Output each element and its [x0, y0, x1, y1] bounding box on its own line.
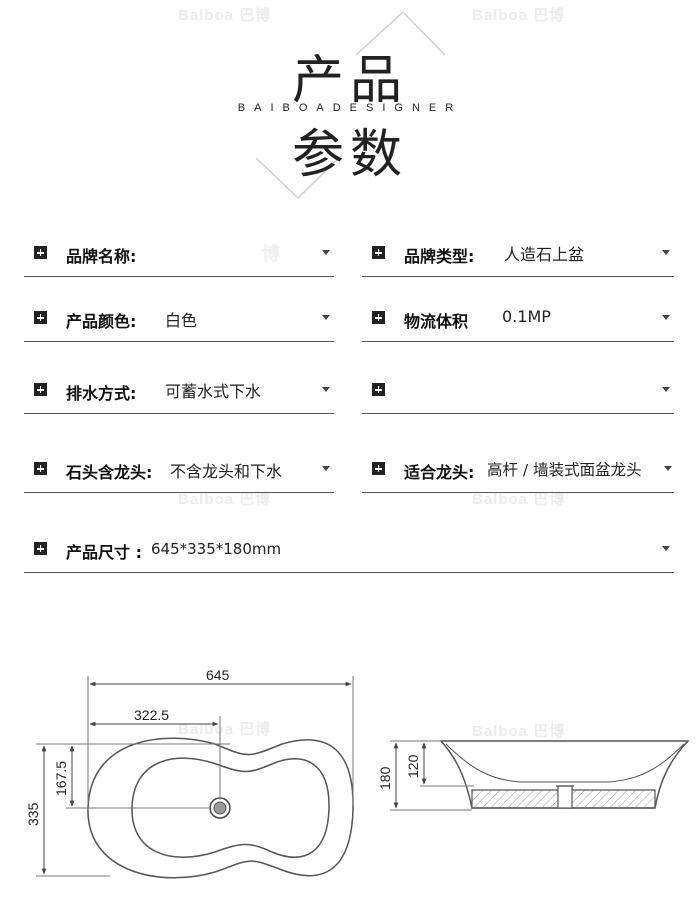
plus-icon — [372, 462, 385, 475]
plus-icon — [34, 462, 47, 475]
param-row-faucet-included[interactable]: 石头含龙头: 不含龙头和下水 — [24, 452, 334, 493]
param-label: 石头含龙头: — [66, 463, 153, 482]
plus-icon — [34, 383, 47, 396]
param-value: 白色 — [165, 311, 198, 330]
chevron-down-icon[interactable] — [322, 250, 330, 255]
chevron-down-icon[interactable] — [662, 546, 670, 551]
header-title-top: 产品 — [291, 51, 408, 111]
param-label: 物流体积 — [404, 312, 469, 331]
param-row-size[interactable]: 产品尺寸 : 645*335*180mm — [24, 532, 674, 573]
watermark-mid-left: Balboa 巴博 — [178, 491, 272, 508]
page-header: 产品 BAIBOADESIGNER 参数 — [0, 0, 700, 210]
chevron-down-icon[interactable] — [322, 387, 330, 392]
dim-depth: 335 — [25, 802, 41, 826]
param-row-drainage[interactable]: 排水方式: 可蓄水式下水 — [24, 373, 334, 414]
header-title-bottom: 参数 — [291, 125, 408, 185]
param-row-empty[interactable] — [362, 373, 674, 414]
top-view — [36, 676, 354, 879]
param-label: 产品尺寸 : — [66, 543, 142, 562]
chevron-down-icon[interactable] — [322, 315, 330, 320]
chevron-down-icon[interactable] — [662, 387, 670, 392]
param-value: 不含龙头和下水 — [170, 462, 283, 481]
dim-width: 645 — [206, 667, 230, 683]
watermark-lower-right: Balboa 巴博 — [472, 723, 566, 740]
drain-section — [557, 785, 573, 809]
param-row-logistics-volume[interactable]: 物流体积 0.1MP — [362, 301, 674, 342]
technical-drawing: 645 322.5 335 167.5 180 120 — [25, 667, 690, 879]
param-label: 产品颜色: — [66, 312, 137, 331]
param-value: 人造石上盆 — [504, 245, 585, 264]
plus-icon — [34, 246, 47, 259]
basin-inner-outline — [131, 757, 330, 858]
basin-side-inner — [445, 743, 685, 783]
dim-half-width: 322.5 — [134, 707, 169, 723]
param-row-brand-type[interactable]: 品牌类型: 人造石上盆 — [362, 236, 674, 277]
chevron-down-icon[interactable] — [662, 250, 670, 255]
basin-outer-outline — [87, 737, 354, 879]
param-value: 645*335*180mm — [151, 540, 282, 558]
param-value: 可蓄水式下水 — [165, 382, 262, 401]
watermark-mid-right: Balboa 巴博 — [472, 491, 566, 508]
drain-inner — [213, 801, 227, 815]
param-label: 品牌名称: — [66, 247, 137, 266]
param-label: 适合龙头: — [404, 463, 475, 482]
param-row-brand-name[interactable]: 品牌名称: — [24, 236, 334, 277]
param-label: 品牌类型: — [404, 247, 475, 266]
header-decoration — [255, 10, 446, 200]
plus-icon — [372, 383, 385, 396]
param-label: 排水方式: — [66, 384, 137, 403]
dim-inner-height: 120 — [405, 754, 421, 778]
param-value: 高杆 / 墙装式面盆龙头 — [487, 461, 642, 479]
chevron-down-icon[interactable] — [322, 466, 330, 471]
dim-half-depth: 167.5 — [53, 761, 69, 796]
plus-icon — [372, 311, 385, 324]
watermark-middle: 博 — [262, 244, 281, 264]
chevron-down-icon[interactable] — [664, 466, 672, 471]
param-value: 0.1MP — [502, 307, 551, 326]
plus-icon — [372, 246, 385, 259]
side-view — [390, 740, 690, 811]
param-row-suitable-faucet[interactable]: 适合龙头: 高杆 / 墙装式面盆龙头 — [362, 452, 674, 493]
watermark-top-left: Balboa 巴博 — [178, 7, 272, 24]
param-row-color[interactable]: 产品颜色: 白色 — [24, 301, 334, 342]
dim-height: 180 — [377, 766, 393, 790]
plus-icon — [34, 311, 47, 324]
header-subtitle: BAIBOADESIGNER — [237, 102, 463, 114]
chevron-down-icon[interactable] — [662, 315, 670, 320]
plus-icon — [34, 542, 47, 555]
watermark-top-right: Balboa 巴博 — [472, 7, 566, 24]
